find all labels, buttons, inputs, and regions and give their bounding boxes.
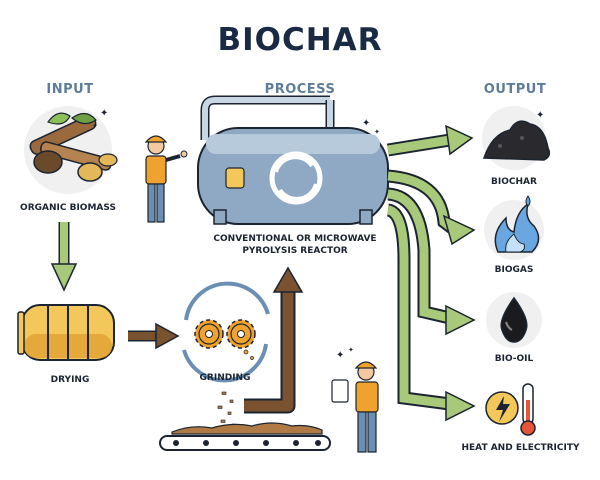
- reactor-icon: ✦ ✦: [197, 95, 389, 225]
- page-title: BIOCHAR: [217, 22, 383, 58]
- label-organic-biomass: ORGANIC BIOMASS: [20, 203, 116, 213]
- biomass-icon: ✦ ✦: [24, 106, 118, 194]
- svg-text:✦: ✦: [100, 108, 108, 119]
- svg-text:✦: ✦: [536, 110, 544, 121]
- label-bio-oil: BIO-OIL: [494, 354, 534, 364]
- output-arrows: [386, 124, 476, 422]
- label-biochar: BIOCHAR: [491, 177, 537, 187]
- svg-text:✦: ✦: [92, 122, 98, 130]
- svg-text:✦: ✦: [362, 118, 370, 129]
- thermometer-icon: [520, 383, 536, 436]
- dryer-icon: [17, 304, 115, 361]
- heading-output: OUTPUT: [483, 82, 547, 97]
- oil-drop-icon: [486, 292, 542, 348]
- worker-icon: [144, 135, 188, 223]
- label-grinding: GRINDING: [199, 373, 251, 383]
- svg-text:✦: ✦: [374, 128, 380, 136]
- coal-icon: ✦: [482, 106, 551, 170]
- label-drying: DRYING: [50, 375, 90, 385]
- label-reactor-line1: CONVENTIONAL OR MICROWAVE: [213, 234, 377, 244]
- label-biogas: BIOGAS: [494, 265, 534, 275]
- heading-process: PROCESS: [264, 82, 336, 97]
- particles: [217, 391, 236, 427]
- svg-text:✦: ✦: [336, 350, 344, 361]
- heading-input: INPUT: [46, 82, 94, 97]
- svg-text:✦: ✦: [348, 346, 354, 354]
- worker-icon: ✦ ✦: [331, 346, 379, 453]
- label-reactor-line2: PYROLYSIS REACTOR: [242, 246, 348, 256]
- label-heat-electricity: HEAT AND ELECTRICITY: [461, 443, 580, 453]
- gear-icon: [182, 281, 270, 383]
- flame-icon: [484, 195, 544, 260]
- lightning-icon: [485, 391, 519, 425]
- conveyor-icon: [159, 422, 331, 451]
